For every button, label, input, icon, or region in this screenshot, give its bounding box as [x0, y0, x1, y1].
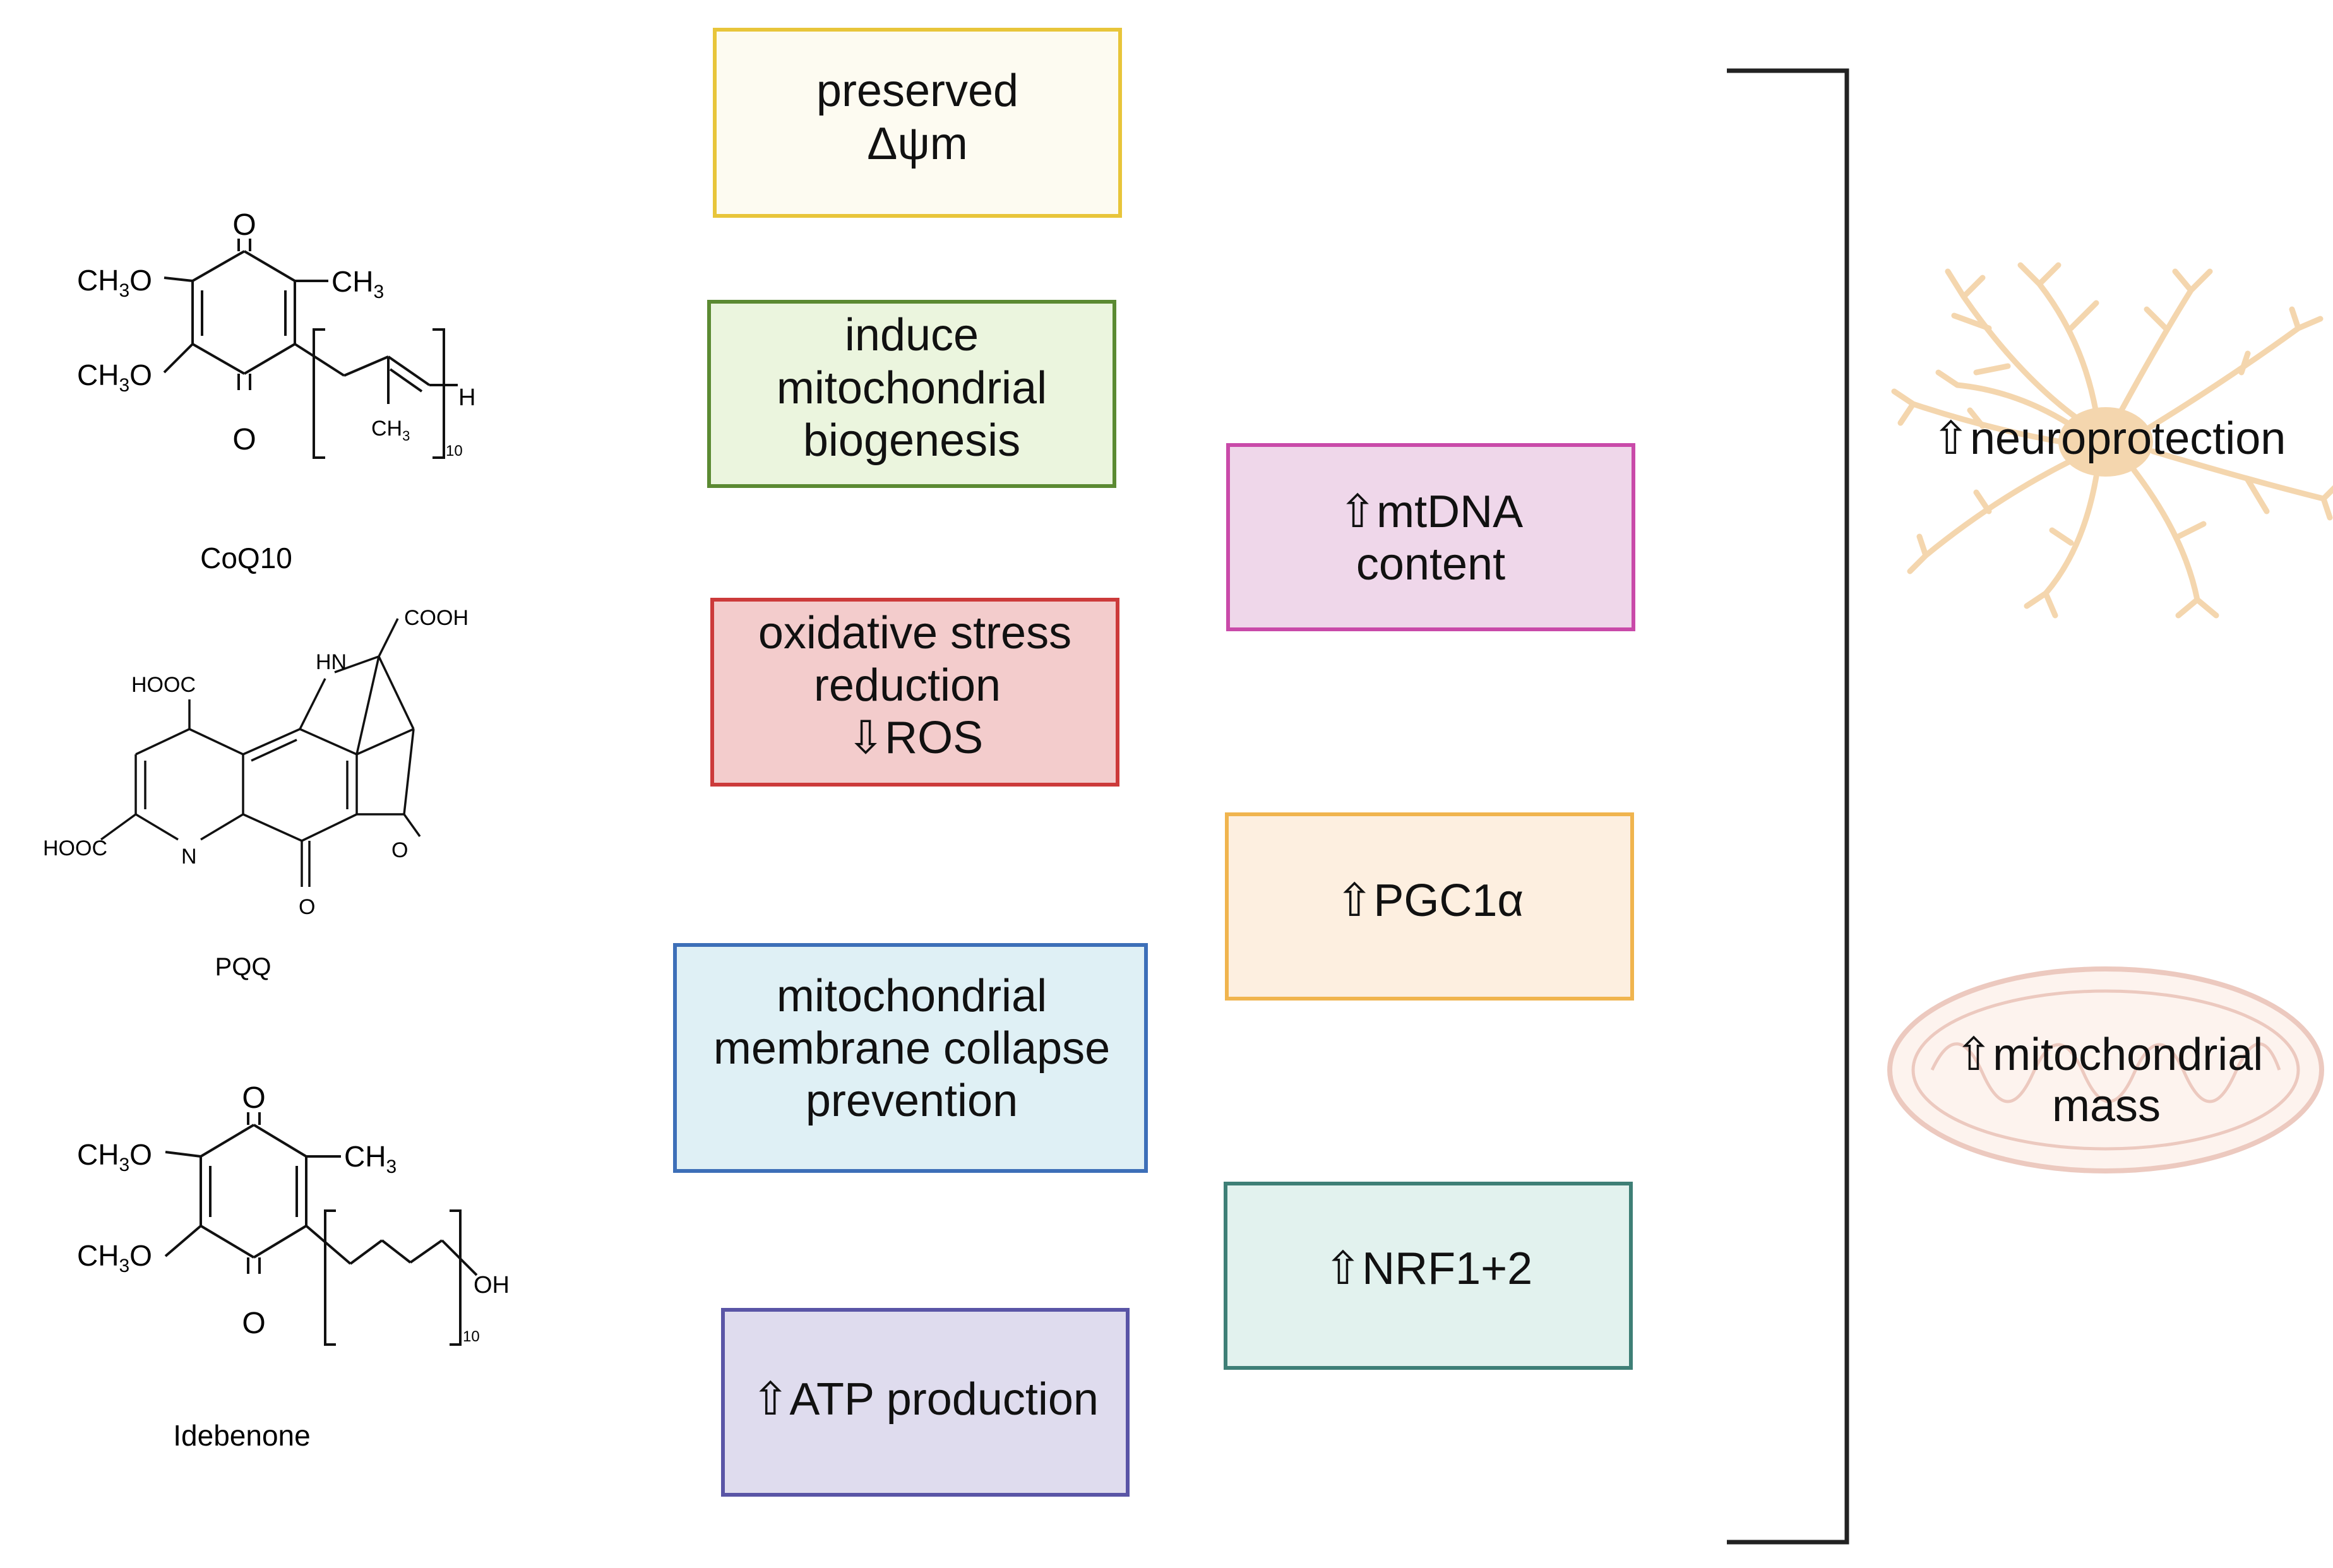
outcome-mitochondrial-mass-line1: ⇧mitochondrial [1955, 1030, 2264, 1080]
idebenone-ch3o-upper: CH3O [77, 1138, 152, 1175]
pqq-hooc-top: HOOC [131, 673, 196, 697]
effect-box-oxidative-stress-line3: ⇩ROS [847, 713, 983, 763]
effect-box-atp-production-line1: ⇧ATP production [751, 1374, 1099, 1425]
effect-box-dpsim [713, 28, 1122, 218]
effect-box-biogenesis-line2: mitochondrial [777, 363, 1047, 413]
molecule-name-coq10: CoQ10 [200, 542, 292, 574]
coq10-ch3o-lower: CH3O [77, 359, 152, 396]
astrocyte-icon [1891, 262, 2333, 619]
marker-box-pgc1a [1225, 812, 1634, 1001]
effect-box-biogenesis-line1: induce [845, 310, 979, 360]
idebenone-o-bottom: O [242, 1307, 265, 1340]
pqq-o-right: O [391, 838, 408, 862]
molecule-name-idebenone: Idebenone [173, 1419, 310, 1452]
coq10-ch3o-upper: CH3O [77, 264, 152, 301]
marker-box-mtdna [1226, 443, 1635, 631]
pqq-n: N [181, 845, 197, 869]
idebenone-repeat: 10 [463, 1328, 480, 1345]
effect-box-biogenesis-line3: biogenesis [803, 415, 1020, 466]
coq10-repeat: 10 [446, 442, 463, 460]
effect-box-dpsim-line2: Δψm [867, 119, 967, 169]
molecule-name-pqq: PQQ [215, 953, 271, 981]
marker-box-nrf-line1: ⇧NRF1+2 [1324, 1244, 1532, 1294]
effect-box-membrane-collapse-line3: prevention [806, 1076, 1018, 1126]
coq10-ch3-ring: CH3 [331, 265, 384, 302]
pqq-hooc-bottom: HOOC [43, 836, 107, 860]
molecule-idebenone [164, 1112, 478, 1346]
marker-box-pgc1a-line1: ⇧PGC1α [1335, 876, 1524, 926]
effect-box-oxidative-stress-line2: reduction [814, 660, 1001, 711]
idebenone-ch3-ring: CH3 [344, 1140, 397, 1177]
idebenone-o-top: O [242, 1081, 265, 1115]
molecule-coq10 [163, 239, 458, 459]
idebenone-oh-end: OH [474, 1272, 510, 1298]
effect-box-oxidative-stress-line1: oxidative stress [758, 608, 1071, 658]
effect-box-oxidative-stress [710, 598, 1119, 787]
effect-box-membrane-collapse-line2: membrane collapse [713, 1023, 1110, 1074]
coq10-ch3-chain: CH3 [371, 417, 410, 444]
idebenone-ch3o-lower: CH3O [77, 1239, 152, 1276]
mitochondrion-icon [1887, 966, 2324, 1173]
effect-box-membrane-collapse [673, 943, 1148, 1173]
grouping-bracket [1727, 68, 1849, 1545]
marker-box-mtdna-line1: ⇧mtDNA [1339, 487, 1523, 537]
effect-box-biogenesis [707, 300, 1116, 488]
coq10-h-end: H [458, 384, 475, 411]
pqq-o-bottom: O [299, 895, 315, 919]
marker-box-mtdna-line2: content [1356, 539, 1505, 590]
outcome-mitochondrial-mass-line2: mass [2052, 1081, 2161, 1131]
coq10-o-top: O [232, 208, 256, 242]
coq10-o-bottom: O [232, 423, 256, 456]
effect-box-atp-production [721, 1308, 1130, 1497]
pqq-cooh-top: COOH [404, 606, 468, 630]
pqq-hn: HN [316, 650, 347, 674]
marker-box-nrf [1224, 1182, 1633, 1370]
molecule-pqq [100, 618, 421, 887]
effect-box-membrane-collapse-line1: mitochondrial [777, 971, 1047, 1021]
effect-box-dpsim-line1: preserved [816, 66, 1018, 116]
outcome-neuroprotection: ⇧neuroprotection [1932, 413, 2286, 464]
